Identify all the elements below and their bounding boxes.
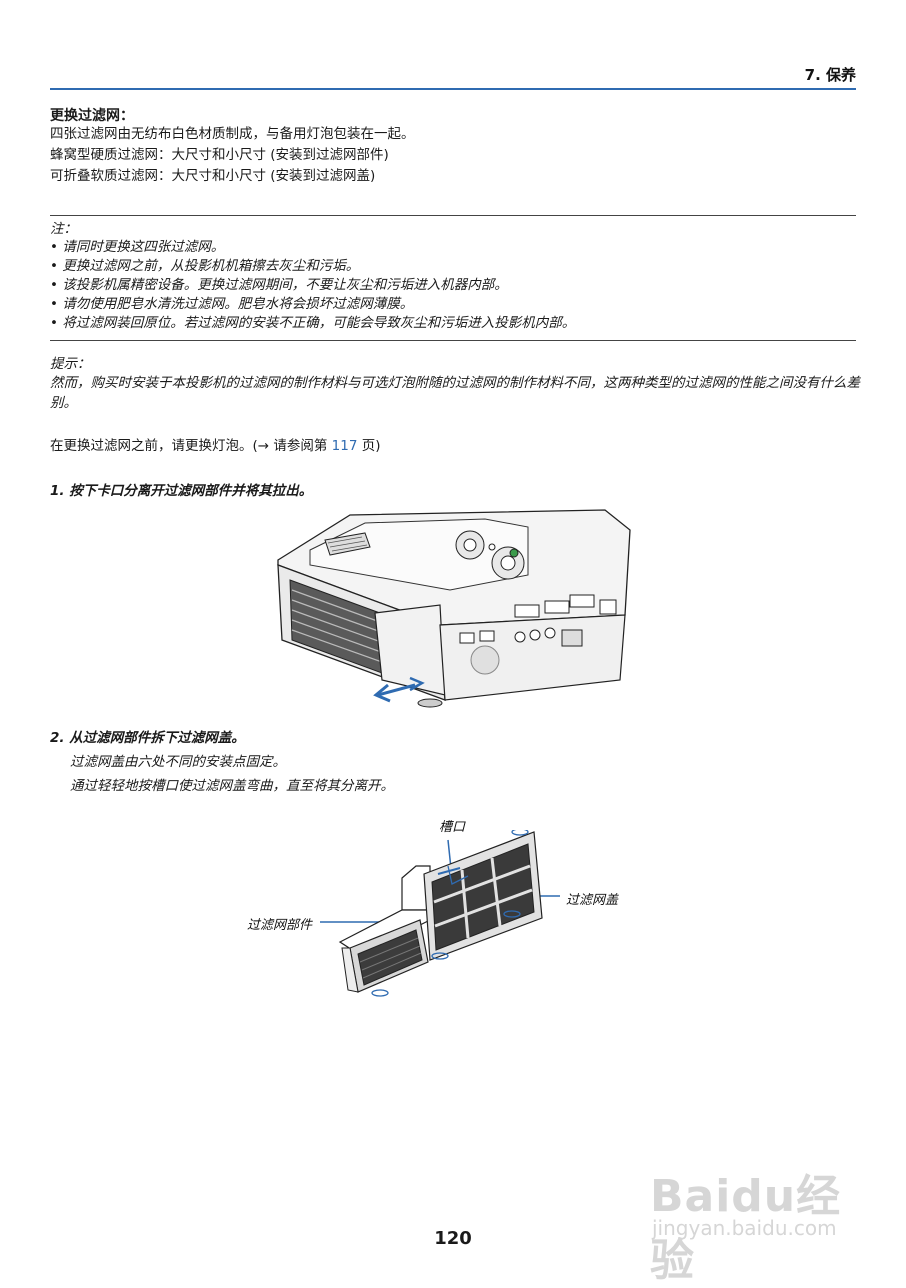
section-line: 四张过滤网由无纺布白色材质制成，与备用灯泡包装在一起。 (50, 126, 415, 142)
step-number: 1. (50, 483, 65, 499)
note-item: 请同时更换这四张过滤网。 (50, 238, 575, 257)
baidu-watermark: Baidu经验 jingyan.baidu.com (640, 1150, 870, 1286)
reference-text-after: 页) (357, 438, 381, 454)
step-2-detail: 通过轻轻地按槽口使过滤网盖弯曲，直至将其分离开。 (70, 778, 394, 794)
large-filter-cover-icon (423, 831, 543, 961)
header-rule (50, 88, 856, 90)
note-item: 该投影机属精密设备。更换过滤网期间，不要让灰尘和污垢进入机器内部。 (50, 276, 575, 295)
callout-cover-label: 过滤网盖 (566, 893, 619, 908)
section-heading: 更换过滤网： (50, 108, 134, 124)
control-panel-icon (455, 530, 525, 580)
note-item: 将过滤网装回原位。若过滤网的安装不正确，可能会导致灰尘和污垢进入投影机内部。 (50, 314, 575, 333)
note-list: 请同时更换这四张过滤网。 更换过滤网之前，从投影机机箱擦去灰尘和污垢。 该投影机… (50, 238, 575, 333)
mounting-point-icon (371, 830, 529, 997)
note-bottom-rule (50, 340, 856, 341)
filter-unit-illustration (320, 830, 560, 997)
page-number: 120 (434, 1228, 472, 1249)
slot-marker-icon (437, 865, 469, 885)
note-label: 注： (50, 221, 77, 237)
step-1-title: 1. 按下卡口分离开过滤网部件并将其拉出。 (50, 479, 312, 499)
watermark-sub-text: jingyan.baidu.com (652, 1216, 837, 1240)
section-line: 蜂窝型硬质过滤网：大尺寸和小尺寸 (安装到过滤网部件) (50, 147, 389, 163)
reference-text-before: 在更换过滤网之前，请更换灯泡。(→ 请参阅第 (50, 438, 332, 454)
connector-ports-icon (459, 594, 617, 647)
step-text: 按下卡口分离开过滤网部件并将其拉出。 (69, 483, 313, 499)
pull-out-arrow-icon (373, 676, 425, 703)
callout-slot-label: 槽口 (439, 820, 466, 835)
step-2-detail: 过滤网盖由六处不同的安装点固定。 (70, 754, 286, 770)
note-item: 更换过滤网之前，从投影机机箱擦去灰尘和污垢。 (50, 257, 575, 276)
step-2-title: 2. 从过滤网部件拆下过滤网盖。 (50, 726, 245, 746)
lamp-reference: 在更换过滤网之前，请更换灯泡。(→ 请参阅第 117 页) (50, 434, 381, 454)
step-text: 从过滤网部件拆下过滤网盖。 (69, 730, 245, 746)
tip-label: 提示： (50, 356, 91, 372)
tip-text: 然而，购买时安装于本投影机的过滤网的制作材料与可选灯泡附随的过滤网的制作材料不同… (50, 375, 860, 411)
focus-dial-icon (324, 532, 371, 556)
watermark-main-text: Baidu经验 (650, 1171, 842, 1286)
page-reference-link[interactable]: 117 (331, 438, 358, 454)
projector-illustration (277, 509, 631, 708)
note-item: 请勿使用肥皂水清洗过滤网。肥皂水将会损坏过滤网薄膜。 (50, 295, 575, 314)
section-line: 可折叠软质过滤网：大尺寸和小尺寸 (安装到过滤网盖) (50, 168, 376, 184)
note-top-rule (50, 215, 856, 216)
small-filter-icon (341, 919, 429, 993)
step-number: 2. (50, 730, 65, 746)
callout-unit-label: 过滤网部件 (247, 918, 313, 933)
chapter-title: 7. 保养 (804, 66, 856, 84)
